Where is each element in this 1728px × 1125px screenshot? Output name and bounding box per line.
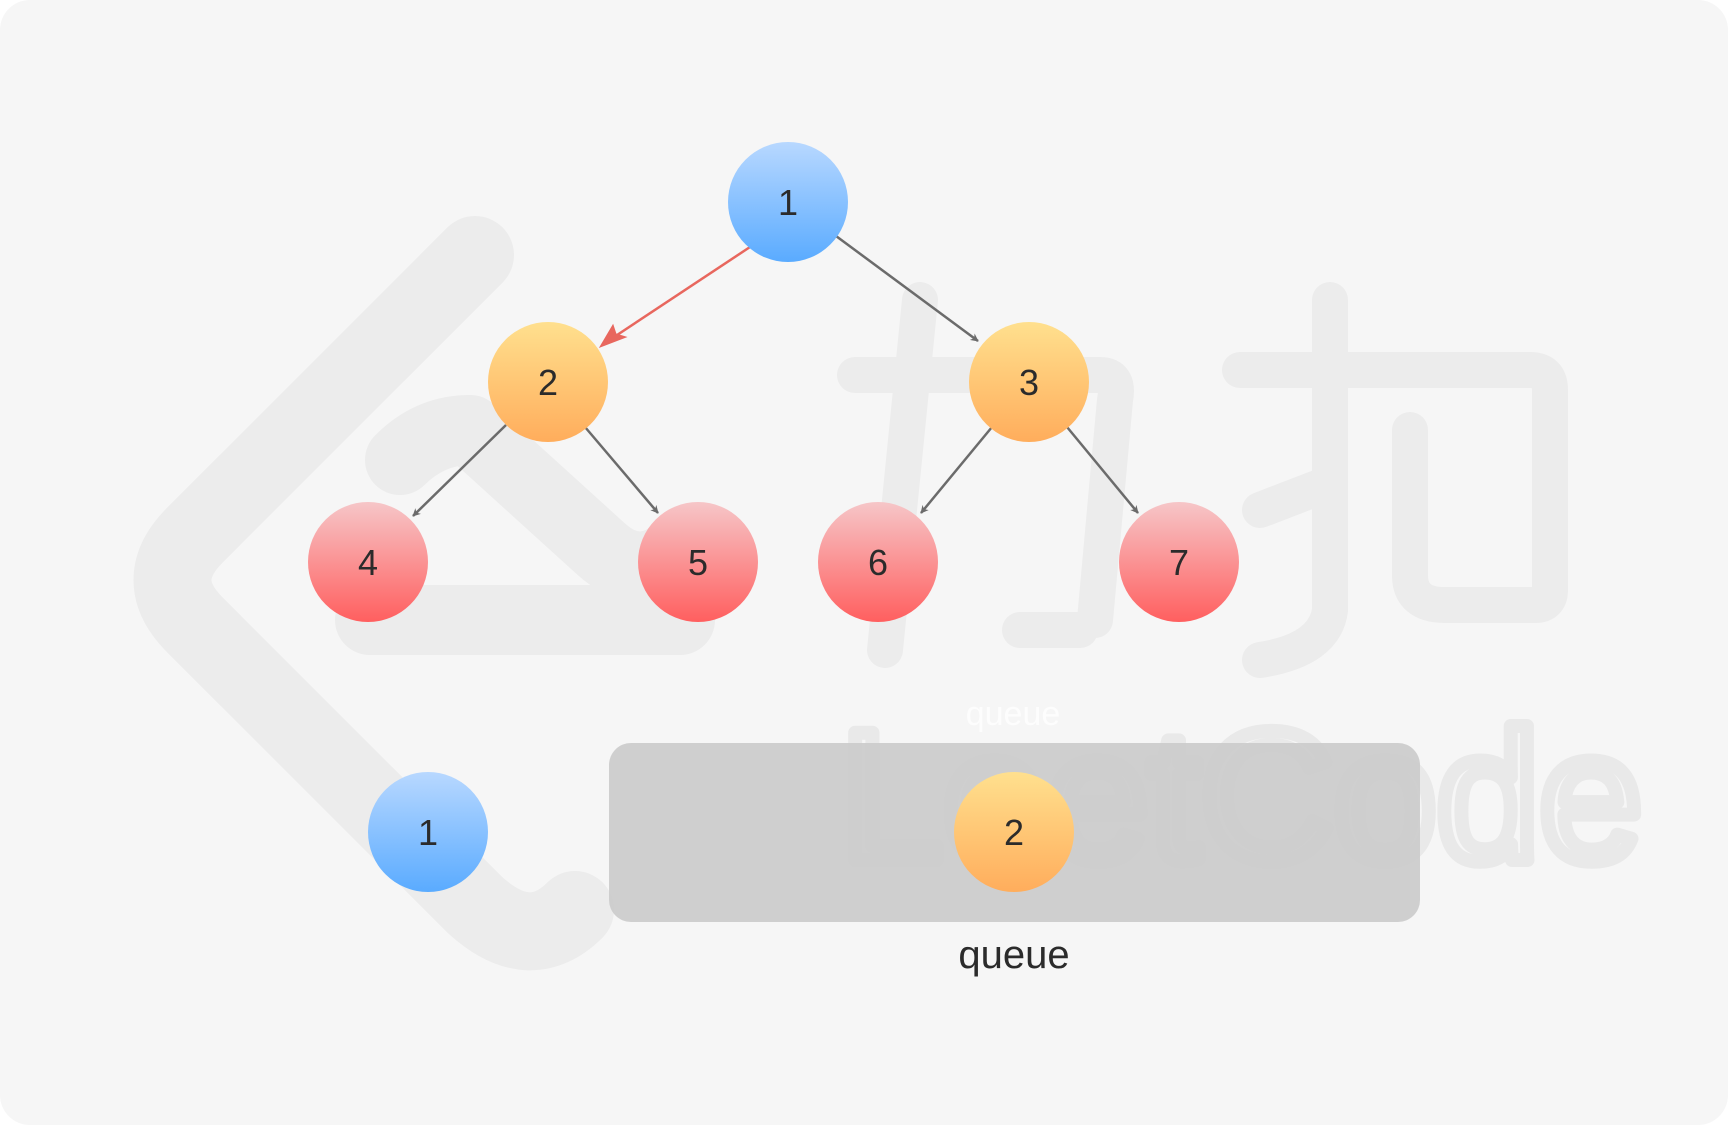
tree-node-1-label: 1 <box>778 182 798 223</box>
queue-ghost-label: queue <box>966 695 1061 733</box>
edge-2-4 <box>412 424 507 517</box>
queue-caption: queue <box>958 933 1069 977</box>
current-node-label: 1 <box>418 812 438 853</box>
tree-node-2: 2 <box>488 322 608 442</box>
tree-node-4: 4 <box>308 502 428 622</box>
tree-node-7: 7 <box>1119 502 1239 622</box>
tree-node-3-label: 3 <box>1019 362 1039 403</box>
tree-node-7-label: 7 <box>1169 542 1189 583</box>
queue-item: 2 <box>954 772 1074 892</box>
tree-node-2-label: 2 <box>538 362 558 403</box>
tree-node-6: 6 <box>818 502 938 622</box>
tree-edges <box>412 234 1139 517</box>
tree-node-1: 1 <box>728 142 848 262</box>
edge-1-3 <box>835 234 979 343</box>
edge-3-6 <box>920 426 993 514</box>
edge-1-2 <box>601 245 751 347</box>
tree-node-3: 3 <box>969 322 1089 442</box>
edge-3-7 <box>1066 426 1139 514</box>
current-node: 1 <box>368 772 488 892</box>
tree-node-6-label: 6 <box>868 542 888 583</box>
edge-2-5 <box>584 426 659 514</box>
tree-node-5: 5 <box>638 502 758 622</box>
queue-item-label: 2 <box>1004 812 1024 853</box>
edge-1-2-arrowhead <box>598 323 628 348</box>
tree-node-4-label: 4 <box>358 542 378 583</box>
tree-node-5-label: 5 <box>688 542 708 583</box>
